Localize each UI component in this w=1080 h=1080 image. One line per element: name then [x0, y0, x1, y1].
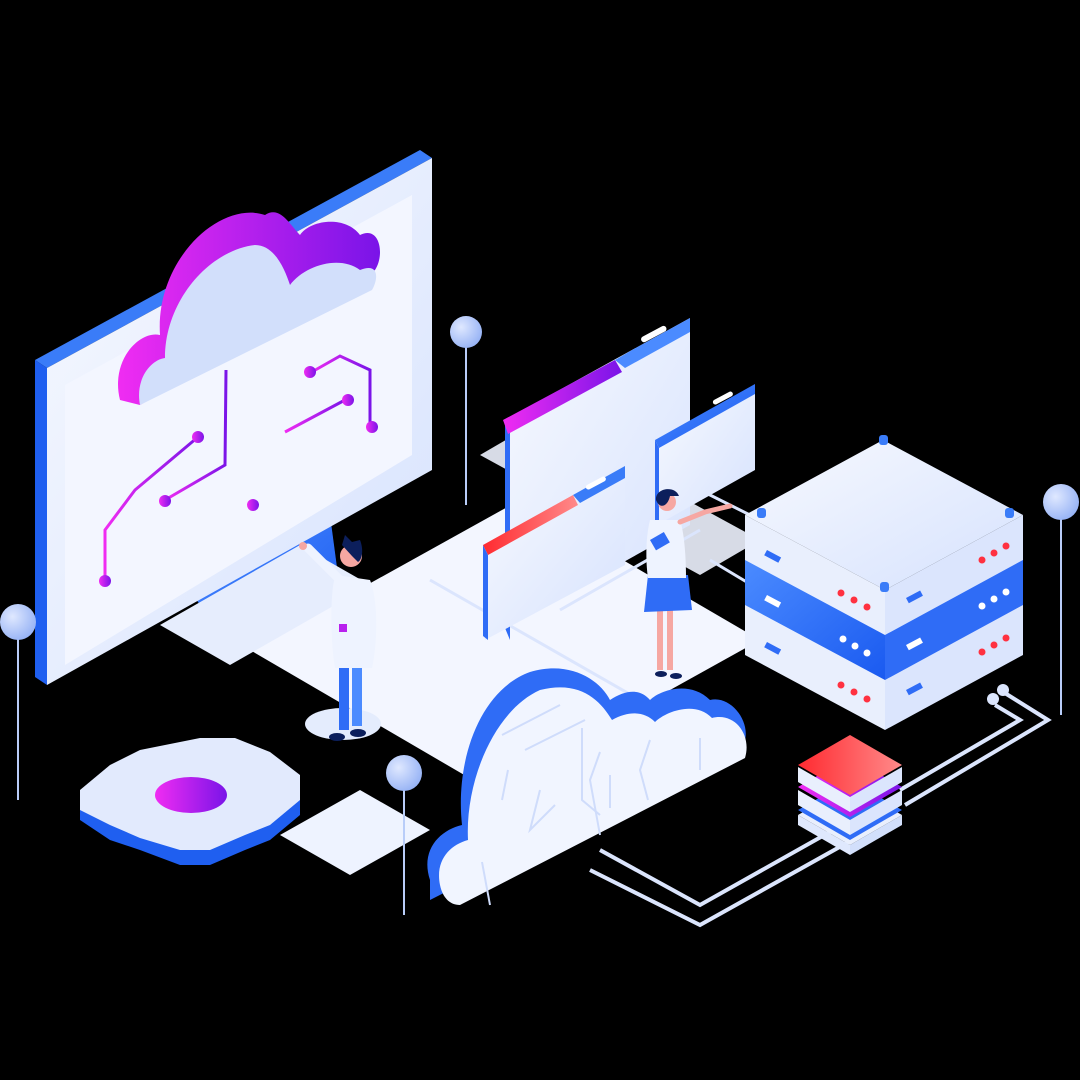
pin-3	[0, 604, 36, 800]
pin-1	[450, 316, 482, 505]
circuit-nodes	[99, 366, 378, 587]
gear-icon	[80, 738, 300, 865]
server-rack	[745, 435, 1023, 730]
circuit-traces	[103, 330, 372, 580]
browser-window-red	[483, 466, 625, 640]
man-figure	[299, 535, 381, 741]
database-stack	[798, 735, 902, 855]
status-leds-white	[839, 588, 1010, 657]
network-lines	[589, 688, 1052, 928]
status-leds-red	[837, 542, 1010, 703]
browser-window-blue	[655, 384, 755, 525]
pin-2	[1043, 484, 1079, 715]
monitor-cloud-icon	[118, 212, 380, 405]
pins	[0, 316, 1079, 915]
pin-4	[386, 755, 422, 915]
monitor	[35, 150, 432, 685]
woman-figure	[644, 489, 733, 679]
cloud	[427, 668, 747, 906]
